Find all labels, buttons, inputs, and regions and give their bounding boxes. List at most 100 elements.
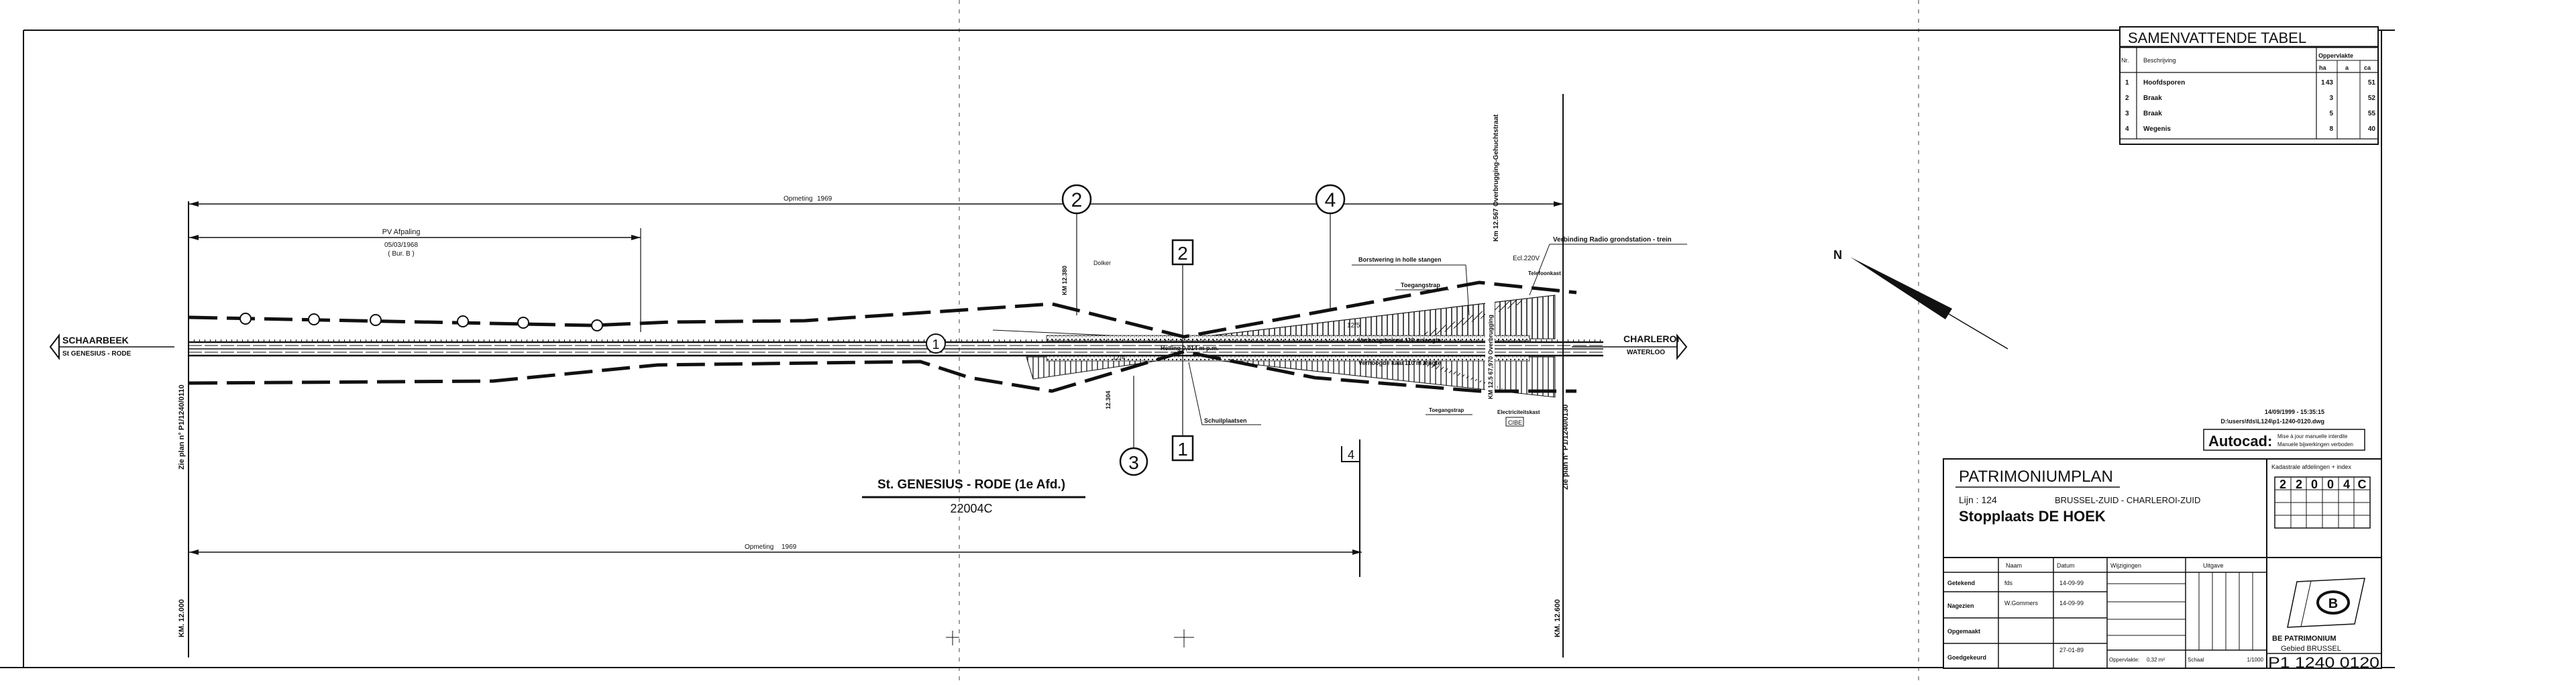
svg-text:Naam: Naam bbox=[2006, 562, 2022, 569]
parcel-label: St. GENESIUS - RODE (1e Afd.) 22004C bbox=[862, 478, 1085, 515]
svg-text:Braak: Braak bbox=[2143, 95, 2162, 102]
svg-text:Opmeting: Opmeting bbox=[745, 543, 773, 551]
svg-text:C: C bbox=[2358, 478, 2367, 491]
svg-text:4: 4 bbox=[1325, 189, 1336, 211]
svg-text:40: 40 bbox=[2368, 125, 2376, 133]
plan-subject: Stopplaats DE HOEK bbox=[1959, 508, 2106, 525]
header-ca: ca bbox=[2364, 64, 2371, 71]
svg-text:27-01-89: 27-01-89 bbox=[2059, 647, 2084, 653]
label-helling: Helling 0,014 m p.m. bbox=[1161, 345, 1219, 352]
pv-dimension: PV Afpaling 05/03/1968 ( Bur. B ) bbox=[189, 228, 641, 332]
svg-text:1: 1 bbox=[1177, 439, 1188, 460]
svg-text:Datum: Datum bbox=[2057, 562, 2075, 569]
label-slope-bottom: 12/4 bbox=[1112, 354, 1126, 362]
svg-text:Toegangstrap: Toegangstrap bbox=[1429, 407, 1464, 413]
svg-text:14/09/1999 - 15:35:15: 14/09/1999 - 15:35:15 bbox=[2265, 409, 2324, 415]
svg-text:51: 51 bbox=[2368, 79, 2376, 87]
svg-text:Hoofdsporen: Hoofdsporen bbox=[2143, 79, 2185, 87]
sheet-frame bbox=[0, 0, 2395, 685]
table-row: 1 Hoofdsporen 1 43 51 bbox=[2125, 79, 2375, 87]
label-dolker: Dolker bbox=[1093, 260, 1111, 266]
label-borstwering: Borstwering in holle stangen bbox=[1352, 256, 1470, 316]
label-ecl: Ecl.220V bbox=[1513, 255, 1540, 262]
label-cibe: CIBE bbox=[1505, 417, 1524, 427]
svg-text:2: 2 bbox=[2296, 478, 2302, 491]
svg-text:Kadastrale afdelingen + index: Kadastrale afdelingen + index bbox=[2271, 464, 2351, 470]
label-km-12-304: 12.304 bbox=[1105, 390, 1112, 409]
label-km-12-570: KM 12.5 67,970 Overbrugging bbox=[1487, 315, 1494, 399]
survey-dimension-bottom: Opmeting 1969 bbox=[189, 543, 1362, 555]
marker-box-4: 4 bbox=[1341, 446, 1360, 462]
svg-text:Braak: Braak bbox=[2143, 110, 2162, 117]
boundary-stones bbox=[239, 313, 603, 331]
svg-text:CIBE: CIBE bbox=[1508, 419, 1522, 426]
header-description: Beschrijving bbox=[2143, 57, 2176, 64]
svg-text:0: 0 bbox=[2311, 478, 2318, 491]
header-ha: ha bbox=[2319, 64, 2326, 71]
svg-text:5: 5 bbox=[2329, 110, 2333, 117]
marker-box-1: 1 bbox=[1171, 435, 1194, 462]
svg-text:Manuele bijwerkingen verboden: Manuele bijwerkingen verboden bbox=[2277, 441, 2353, 447]
svg-text:Wegenis: Wegenis bbox=[2143, 125, 2171, 133]
svg-text:2: 2 bbox=[1177, 243, 1188, 264]
svg-text:Goedgekeurd: Goedgekeurd bbox=[1947, 654, 1986, 661]
fence-north bbox=[189, 280, 1577, 339]
svg-text:SCHAARBEEK: SCHAARBEEK bbox=[62, 335, 129, 346]
marker-box-2: 2 bbox=[1171, 239, 1194, 443]
cad-stamp: 14/09/1999 - 15:35:15 D:\users\fds\L124\… bbox=[2203, 409, 2365, 451]
signature-row: Goedgekeurd 27-01-89 bbox=[1947, 647, 2084, 661]
label-slope-top: 12/5 bbox=[1347, 322, 1360, 329]
label-schuilplaatsen: Schuilplaatsen bbox=[1188, 362, 1261, 425]
label-telefoonkast: Telefoonkast bbox=[1528, 270, 1561, 276]
summary-table: SAMENVATTENDE TABEL Nr. Beschrijving Opp… bbox=[2119, 26, 2379, 145]
plan-title: PATRIMONIUMPLAN bbox=[1959, 468, 2113, 486]
km-right: KM. 12.600 bbox=[1554, 599, 1562, 637]
table-row: 4 Wegenis 8 40 bbox=[2125, 125, 2375, 133]
table-title: SAMENVATTENDE TABEL bbox=[2128, 30, 2306, 46]
km-12-570-backdrop bbox=[1485, 294, 1495, 401]
svg-text:0,32 m²: 0,32 m² bbox=[2147, 657, 2165, 663]
svg-text:52: 52 bbox=[2368, 95, 2376, 102]
header-area: Oppervlakte bbox=[2318, 52, 2353, 59]
label-platform-bottom: Verhoogde kaai 110 m lengte bbox=[1358, 360, 1441, 366]
svg-text:N: N bbox=[1833, 248, 1842, 262]
see-plan-left: Zie plan n° P1/1240/0110 bbox=[178, 384, 186, 470]
fence-south bbox=[189, 350, 1576, 393]
svg-text:PV Afpaling: PV Afpaling bbox=[382, 228, 421, 236]
table-row: 3 Braak 5 55 bbox=[2125, 110, 2375, 117]
label-km-12-380: KM 12.380 bbox=[1061, 266, 1068, 295]
svg-text:Wijzigingen: Wijzigingen bbox=[2110, 562, 2141, 569]
svg-text:Nagezien: Nagezien bbox=[1947, 602, 1974, 609]
region-name: Gebied BRUSSEL bbox=[2281, 645, 2341, 653]
svg-text:0: 0 bbox=[2327, 478, 2334, 491]
svg-text:8: 8 bbox=[2329, 125, 2333, 133]
marker-circle-4: 4 bbox=[1315, 184, 1346, 309]
direction-east: CHARLEROI WATERLOO bbox=[1572, 333, 1688, 360]
header-a: a bbox=[2345, 64, 2349, 71]
svg-text:1: 1 bbox=[932, 337, 939, 352]
svg-text:2: 2 bbox=[1071, 189, 1083, 211]
marker-circle-3: 3 bbox=[1119, 376, 1148, 476]
direction-west: SCHAARBEEK St GENESIUS - RODE bbox=[49, 333, 174, 360]
cadastral-index-grid: 2 2 0 0 4 C bbox=[2274, 476, 2371, 529]
svg-text:St. GENESIUS - RODE (1e Afd.): St. GENESIUS - RODE (1e Afd.) bbox=[877, 478, 1065, 492]
see-plan-right: Zie plan n° P1/1240/0130 bbox=[1562, 405, 1570, 490]
svg-text:1969: 1969 bbox=[817, 195, 833, 203]
svg-text:Mise à jour manuelle interdite: Mise à jour manuelle interdite bbox=[2277, 433, 2348, 439]
svg-text:3: 3 bbox=[1128, 452, 1139, 473]
overpass-label: Km 12.567 Overbrugging-Gehuchtstraat bbox=[1493, 114, 1500, 242]
svg-text:Schuilplaatsen: Schuilplaatsen bbox=[1204, 417, 1247, 424]
svg-text:22004C: 22004C bbox=[950, 502, 992, 515]
svg-text:14-09-99: 14-09-99 bbox=[2059, 600, 2084, 607]
marker-circle-2: 2 bbox=[1061, 184, 1092, 315]
north-arrow-icon: N bbox=[1833, 248, 2008, 350]
svg-text:Schaal: Schaal bbox=[2188, 657, 2204, 663]
km-left: KM. 12.000 bbox=[178, 599, 186, 637]
svg-text:55: 55 bbox=[2368, 110, 2376, 117]
svg-text:3: 3 bbox=[2125, 110, 2129, 117]
svg-text:Autocad:: Autocad: bbox=[2208, 433, 2272, 450]
svg-text:BRUSSEL-ZUID - CHARLEROI-ZUI: BRUSSEL-ZUID - CHARLEROI-ZUID bbox=[2055, 495, 2200, 505]
svg-text:4: 4 bbox=[2343, 478, 2350, 491]
label-verbinding: Verbinding Radio grondstation - trein bbox=[1529, 236, 1687, 296]
